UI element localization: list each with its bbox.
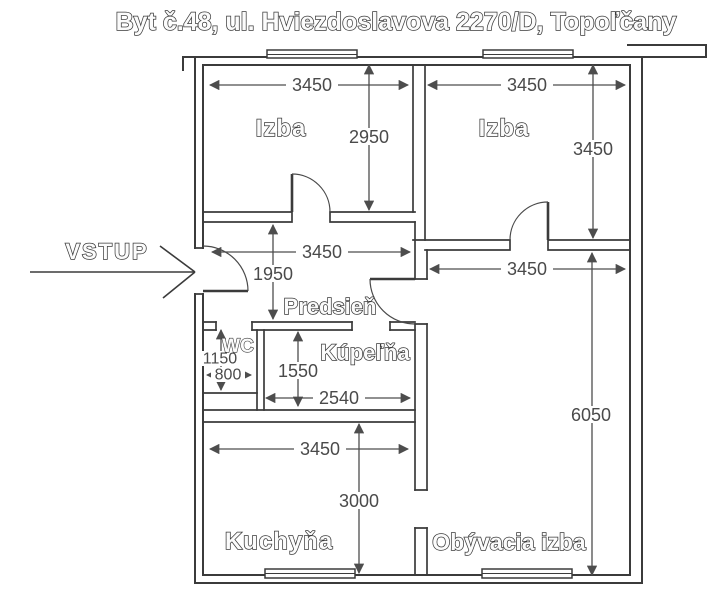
dim-izba1-width: 3450 xyxy=(292,75,332,95)
label-izba2: Izba xyxy=(479,115,530,142)
dim-predsien-width: 3450 xyxy=(302,242,342,262)
dim-izba2-height: 3450 xyxy=(573,139,613,159)
door-izba2 xyxy=(509,201,550,241)
label-predsien: Predsieň xyxy=(284,294,377,319)
label-kuchyna: Kuchyňa xyxy=(225,528,333,555)
label-wc: WC xyxy=(222,336,254,357)
dim-obyvacia-width: 3450 xyxy=(507,259,547,279)
dim-wc-width: 800 xyxy=(215,367,242,384)
door-predsien-obyvacia xyxy=(369,277,416,325)
dim-predsien-height: 1950 xyxy=(253,264,293,284)
dim-kupelna-width: 2540 xyxy=(319,388,359,408)
label-obyvacia: Obývacia izba xyxy=(432,529,586,555)
interior-walls xyxy=(202,64,631,576)
dim-obyvacia-height: 6050 xyxy=(571,405,611,425)
label-vstup: VSTUP xyxy=(65,239,148,264)
windows xyxy=(264,49,574,579)
entrance-arrow xyxy=(30,245,196,299)
page-title: Byt č.48, ul. Hviezdoslavova 2270/D, Top… xyxy=(116,8,677,36)
dim-kuchyna-height: 3000 xyxy=(339,491,379,511)
door-entrance xyxy=(202,245,249,293)
exterior-walls xyxy=(182,44,707,584)
label-kupelna: Kúpeľňa xyxy=(320,340,410,365)
doors xyxy=(202,173,550,325)
door-izba1 xyxy=(290,173,331,213)
dim-izba2-width: 3450 xyxy=(507,75,547,95)
dim-wc-height: 1150 xyxy=(203,351,238,368)
dimension-labels: 3450 2950 3450 3450 3450 1950 1150 800 1… xyxy=(200,75,616,511)
dim-kupelna-height: 1550 xyxy=(278,361,318,381)
label-izba1: Izba xyxy=(256,115,307,142)
room-labels: Izba Izba Predsieň WC Kúpeľňa Kuchyňa Ob… xyxy=(65,114,587,556)
dim-kuchyna-width: 3450 xyxy=(300,439,340,459)
dim-izba1-height: 2950 xyxy=(349,127,389,147)
